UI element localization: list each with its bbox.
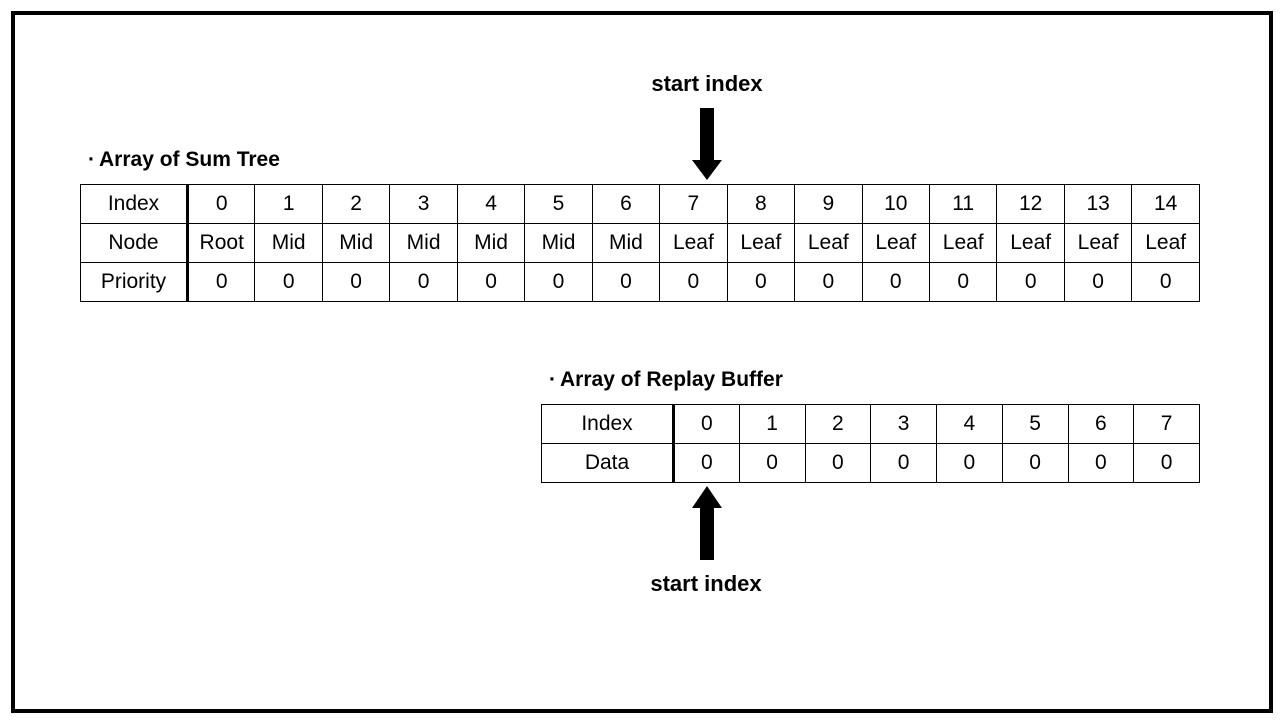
table-cell: Mid <box>321 223 391 263</box>
table-cell: Leaf <box>1063 223 1133 263</box>
table-cell: 2 <box>321 184 391 224</box>
table-cell: 0 <box>996 262 1065 302</box>
table-cell: 0 <box>1001 443 1069 483</box>
table-cell: 10 <box>861 184 930 224</box>
table-cell: 0 <box>928 262 998 302</box>
table-cell: 1 <box>254 184 323 224</box>
slide-frame <box>11 11 1273 713</box>
table-cell: 0 <box>673 443 740 483</box>
table-cell: 0 <box>726 262 796 302</box>
table-cell: 0 <box>804 443 872 483</box>
sum-tree-title: ·Array of Sum Tree <box>88 148 280 172</box>
table-cell: 5 <box>524 184 593 224</box>
table-cell: 4 <box>936 404 1003 444</box>
row-header: Data <box>541 443 675 483</box>
table-cell: Mid <box>389 223 458 263</box>
table-cell: 0 <box>870 443 937 483</box>
table-cell: Leaf <box>996 223 1065 263</box>
table-cell: Mid <box>591 223 661 263</box>
table-cell: 8 <box>726 184 796 224</box>
table-cell: 0 <box>1131 262 1200 302</box>
table-cell: 14 <box>1131 184 1200 224</box>
table-cell: Leaf <box>861 223 930 263</box>
table-cell: Leaf <box>794 223 863 263</box>
row-header: Index <box>80 184 189 224</box>
table-cell: Mid <box>254 223 323 263</box>
table-cell: 9 <box>794 184 863 224</box>
table-cell: 0 <box>456 262 526 302</box>
up-arrow-icon <box>692 486 722 560</box>
replay-buffer-start-index-label: start index <box>650 571 762 596</box>
table-cell: 0 <box>186 262 256 302</box>
table-cell: 0 <box>389 262 458 302</box>
table-cell: 0 <box>659 262 728 302</box>
bullet-icon: · <box>88 148 95 171</box>
table-cell: Leaf <box>1131 223 1200 263</box>
table-cell: Mid <box>524 223 593 263</box>
table-cell: 0 <box>794 262 863 302</box>
table-cell: Leaf <box>659 223 728 263</box>
down-arrow-icon <box>692 108 722 180</box>
bullet-icon: · <box>549 368 556 391</box>
table-cell: Root <box>186 223 256 263</box>
table-cell: 3 <box>870 404 937 444</box>
table-cell: 0 <box>321 262 391 302</box>
table-cell: Mid <box>456 223 526 263</box>
row-header: Index <box>541 404 675 444</box>
replay-buffer-title-text: Array of Replay Buffer <box>560 368 783 391</box>
table-cell: 0 <box>738 443 806 483</box>
table-cell: Leaf <box>928 223 998 263</box>
table-cell: 12 <box>996 184 1065 224</box>
table-cell: 0 <box>1067 443 1135 483</box>
table-cell: 2 <box>804 404 872 444</box>
table-cell: 11 <box>928 184 998 224</box>
sum-tree-title-text: Array of Sum Tree <box>99 148 280 171</box>
table-cell: 7 <box>1133 404 1200 444</box>
replay-buffer-title: ·Array of Replay Buffer <box>549 368 783 392</box>
table-cell: 5 <box>1001 404 1069 444</box>
table-cell: 13 <box>1063 184 1133 224</box>
table-cell: 0 <box>673 404 740 444</box>
table-cell: 0 <box>861 262 930 302</box>
table-cell: 6 <box>591 184 661 224</box>
table-cell: 3 <box>389 184 458 224</box>
table-cell: 0 <box>254 262 323 302</box>
sum-tree-start-index-label: start index <box>651 71 763 96</box>
table-cell: 0 <box>186 184 256 224</box>
table-cell: 7 <box>659 184 728 224</box>
row-header: Priority <box>80 262 189 302</box>
table-cell: 0 <box>1063 262 1133 302</box>
table-cell: 4 <box>456 184 526 224</box>
table-cell: 0 <box>591 262 661 302</box>
table-cell: 0 <box>1133 443 1200 483</box>
table-cell: Leaf <box>726 223 796 263</box>
table-cell: 6 <box>1067 404 1135 444</box>
table-cell: 0 <box>524 262 593 302</box>
row-header: Node <box>80 223 189 263</box>
table-cell: 0 <box>936 443 1003 483</box>
table-cell: 1 <box>738 404 806 444</box>
